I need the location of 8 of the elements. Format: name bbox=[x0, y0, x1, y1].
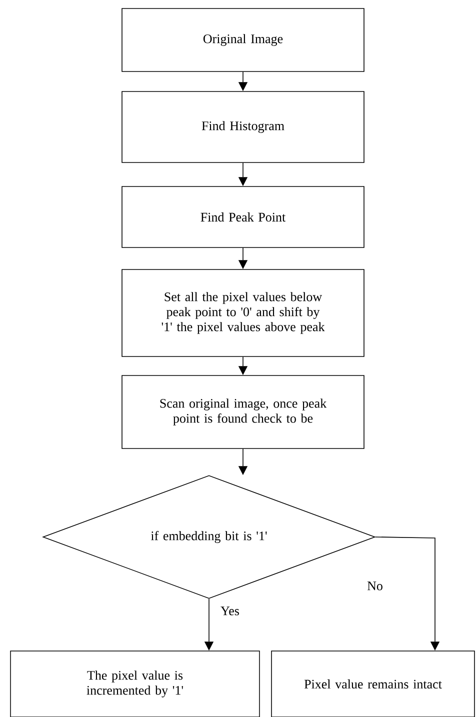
process-box: Scan original image, once peak point is found check to be bbox=[122, 375, 364, 449]
process-box: Find Histogram bbox=[122, 91, 364, 163]
process-box: The pixel value is incremented by '1' bbox=[10, 650, 260, 717]
edge-label: Yes bbox=[220, 606, 240, 616]
process-box: Pixel value remains intact bbox=[271, 650, 475, 717]
process-box: Original Image bbox=[122, 8, 364, 72]
process-box: Find Peak Point bbox=[122, 186, 364, 248]
process-box: Set all the pixel values below peak point to '0' and shift by '1' the pixel values above peak bbox=[122, 269, 364, 357]
